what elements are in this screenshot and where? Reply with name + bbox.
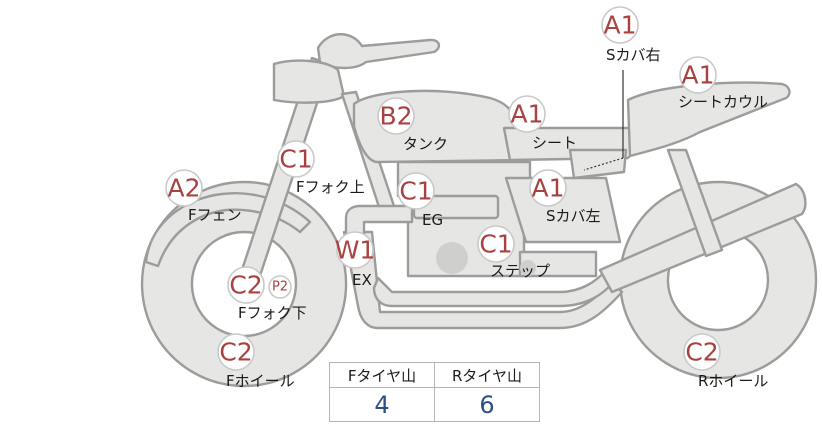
grade-circle <box>508 95 546 133</box>
part-seat-cowl: A1 シートカウル <box>678 56 768 111</box>
grade-circle <box>601 6 639 44</box>
part-label: ステップ <box>490 262 550 280</box>
part-fork-lower: C2 P2 Fフォク下 <box>227 266 307 322</box>
tire-tread-header-row: Fタイヤ山 Rタイヤ山 <box>329 362 540 388</box>
grade-circle <box>217 333 255 371</box>
part-label: シートカウル <box>678 93 768 111</box>
grade-circle <box>336 231 374 269</box>
tire-tread-value-row: 4 6 <box>329 387 540 422</box>
side-cover-right-shape <box>568 148 628 180</box>
part-label: Fフォク上 <box>296 178 365 196</box>
grade-badge: C1 <box>399 177 432 206</box>
part-engine: C1 EG <box>397 172 443 229</box>
grade-circle <box>679 56 717 94</box>
grade-circle <box>165 169 203 207</box>
grade-circle <box>683 333 721 371</box>
grade-badge: C2 <box>685 338 718 367</box>
grade-badge: A2 <box>167 174 200 203</box>
part-exhaust: W1 EX <box>335 231 376 289</box>
rear-stay-shape <box>666 148 724 258</box>
rear-tire-tread-value: 6 <box>434 387 540 422</box>
grade-circle <box>227 266 265 304</box>
leader-s-cover-right-dash <box>583 157 624 171</box>
frame-lower-rail <box>372 268 618 308</box>
part-label: EG <box>422 211 443 229</box>
part-tank: B2 タンク <box>377 97 448 153</box>
step-bolt-mark <box>520 260 536 276</box>
leader-lines <box>583 70 624 171</box>
extra-grade-circle <box>268 275 292 299</box>
grade-badge: C1 <box>479 230 512 259</box>
grade-badge: A1 <box>531 174 564 203</box>
grade-circle <box>397 172 435 210</box>
grade-badge: C2 <box>219 338 252 367</box>
part-label: Sカバ右 <box>606 46 661 64</box>
extra-grade-badge: P2 <box>272 280 288 295</box>
part-label: タンク <box>403 135 448 153</box>
part-front-fender: A2 Fフェン <box>165 169 242 224</box>
part-label: シート <box>532 134 577 152</box>
motorcycle-silhouette <box>140 33 818 388</box>
grade-badge: C1 <box>279 145 312 174</box>
grade-badge: A1 <box>681 61 714 90</box>
part-s-cover-right: A1 Sカバ右 <box>601 6 661 64</box>
part-s-cover-left: A1 Sカバ左 <box>529 169 601 225</box>
handlebar-shape <box>316 33 441 70</box>
part-label: Fフォク下 <box>238 304 307 322</box>
grade-circle <box>529 169 567 207</box>
part-fork-upper: C1 Fフォク上 <box>277 140 365 196</box>
grade-badge: A1 <box>603 11 636 40</box>
grade-badge: B2 <box>379 102 412 131</box>
rear-tire-tread-header: Rタイヤ山 <box>434 362 540 388</box>
part-label: Fフェン <box>188 206 242 224</box>
headlight-cowl-shape <box>272 59 346 104</box>
tire-tread-table: Fタイヤ山 Rタイヤ山 4 6 <box>329 362 540 422</box>
part-step: C1 ステップ <box>477 225 550 280</box>
grade-badge: W1 <box>335 236 376 265</box>
grade-badge: A1 <box>510 100 543 129</box>
grade-badge: C2 <box>229 271 262 300</box>
part-front-wheel: C2 Fホイール <box>217 333 295 390</box>
part-label: Rホイール <box>698 372 768 390</box>
part-seat: A1 シート <box>508 95 577 152</box>
grade-circle <box>277 140 315 178</box>
grade-circle <box>377 97 415 135</box>
part-label: EX <box>352 271 372 289</box>
exhaust-pipe-shape <box>344 204 414 238</box>
front-tire-tread-value: 4 <box>329 387 435 422</box>
front-tire-tread-header: Fタイヤ山 <box>329 362 435 388</box>
part-rear-wheel: C2 Rホイール <box>683 333 768 390</box>
part-label: Sカバ左 <box>546 207 601 225</box>
part-label: Fホイール <box>226 372 295 390</box>
grade-circle <box>477 225 515 263</box>
engine-case-mark <box>436 242 468 274</box>
